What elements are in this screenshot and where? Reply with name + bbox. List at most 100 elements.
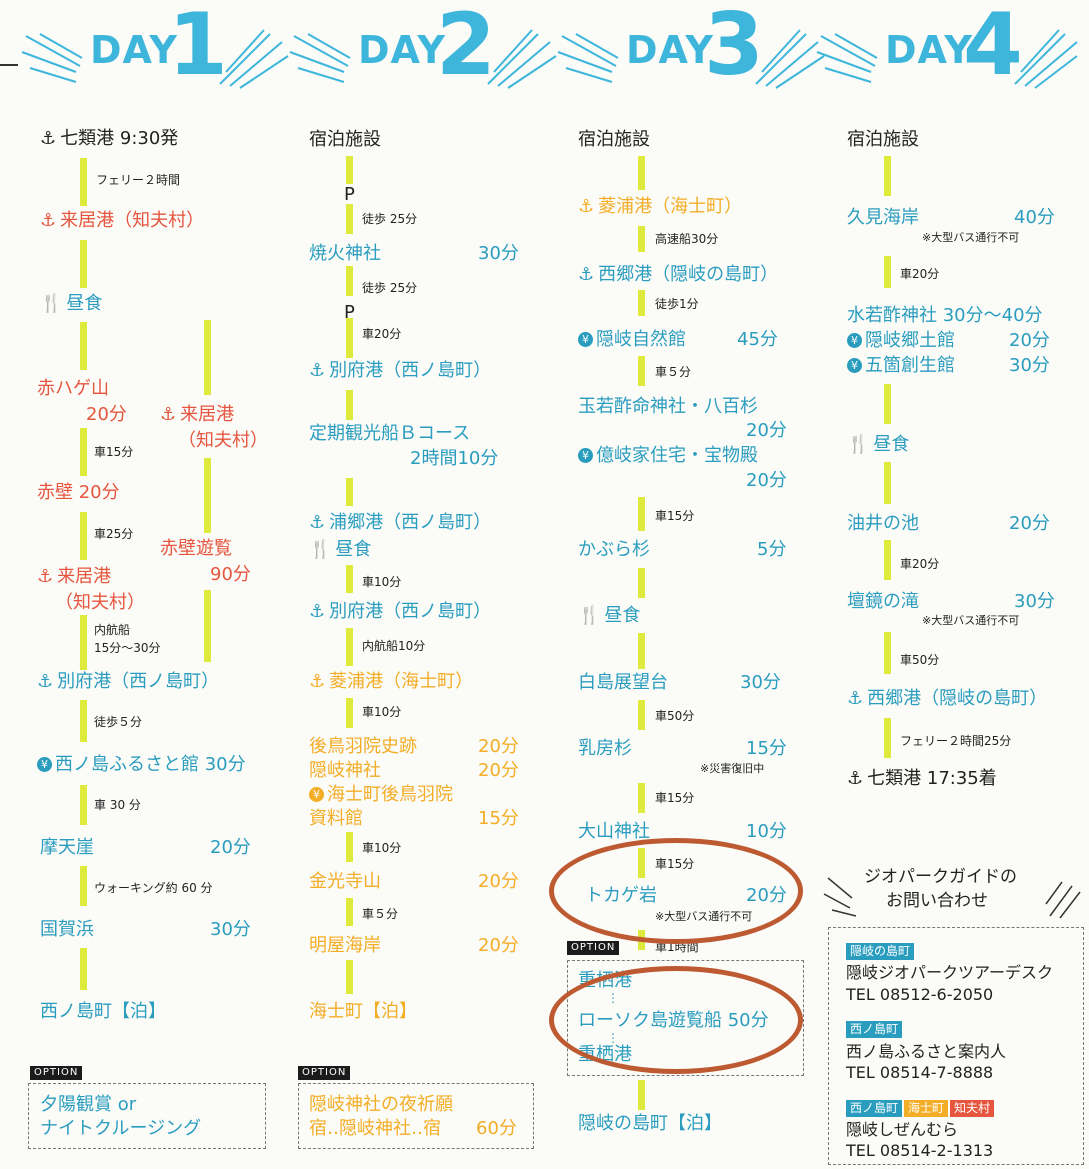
day-label: DAY <box>90 28 178 72</box>
stop: 久見海岸 <box>847 207 919 228</box>
stop: ¥億岐家住宅・宝物殿 <box>578 445 758 467</box>
stop: ¥隠岐自然館 <box>578 329 686 351</box>
anchor-icon: ⚓ <box>309 512 326 533</box>
stop: ¥海士町後鳥羽院 <box>309 784 453 806</box>
stop: 海士町【泊】 <box>309 1001 417 1022</box>
transport: 徒歩 25分 <box>362 212 418 226</box>
contact-tags: 西ノ島町海士町知夫村 <box>846 1097 996 1117</box>
anchor-icon: ⚓ <box>40 210 57 231</box>
timeline-bar <box>884 632 891 674</box>
day-label: DAY <box>626 28 714 72</box>
timeline-bar <box>346 478 353 506</box>
contact-box <box>828 927 1084 1165</box>
transport: フェリー２時間25分 <box>900 734 1012 748</box>
timeline-bar <box>80 785 87 825</box>
day-label: DAY <box>885 28 973 72</box>
stop: 🍴昼食 <box>309 539 372 560</box>
timeline-bar <box>884 718 891 758</box>
timeline-bar <box>80 512 87 560</box>
stop: 🍴昼食 <box>578 605 641 626</box>
guide-title: お問い合わせ <box>886 891 988 911</box>
contact-tel: TEL 08514-2-1313 <box>846 1141 994 1160</box>
stop: 後鳥羽院史跡 <box>309 736 417 757</box>
stop: ⚓浦郷港（西ノ島町） <box>309 512 492 533</box>
transport: 車10分 <box>362 705 402 719</box>
timeline-bar <box>638 156 645 190</box>
stop: 焼火神社 <box>309 243 381 264</box>
timeline-bar <box>346 565 353 593</box>
stop: ¥五箇創生館 <box>847 355 955 377</box>
stop: 🍴昼食 <box>40 293 103 314</box>
transport: 車50分 <box>655 709 695 723</box>
duration: 30分 <box>478 243 519 264</box>
transport: 徒歩1分 <box>655 297 699 311</box>
fork-knife-icon: 🍴 <box>40 293 63 314</box>
day-number: 2 <box>436 0 496 95</box>
stop: （知夫村） <box>178 430 268 451</box>
rays-decoration <box>21 29 289 89</box>
area-tag: 西ノ島町 <box>846 1021 903 1038</box>
rays-decoration <box>816 29 1078 89</box>
day1-header: DAY 1 <box>20 2 290 92</box>
transport: 車50分 <box>900 653 940 667</box>
stop: 西ノ島町【泊】 <box>40 1001 166 1022</box>
timeline-bar <box>638 356 645 386</box>
transport: 内航船 <box>94 623 131 637</box>
yen-icon: ¥ <box>578 332 593 347</box>
option-badge: OPTION <box>298 1066 351 1080</box>
duration: 5分 <box>757 539 787 560</box>
option-box <box>298 1083 534 1149</box>
timeline-bar <box>346 898 353 926</box>
anchor-icon: ⚓ <box>37 566 54 587</box>
transport: 車５分 <box>655 365 692 379</box>
anchor-icon: ⚓ <box>578 196 595 217</box>
stop: 隠岐神社 <box>309 760 381 781</box>
timeline-bar <box>80 428 87 476</box>
highlight-circle <box>549 838 803 944</box>
parking: P <box>344 302 355 323</box>
day-number: 1 <box>168 0 228 95</box>
stop: ⚓別府港（西ノ島町） <box>309 360 492 381</box>
anchor-icon: ⚓ <box>37 671 54 692</box>
yen-icon: ¥ <box>309 787 324 802</box>
stop: 国賀浜 <box>40 919 94 940</box>
day3-header: DAY 3 <box>556 2 826 92</box>
stop: ¥隠岐郷土館 <box>847 330 955 352</box>
day4-header: DAY 4 <box>815 2 1085 92</box>
timeline-bar <box>346 960 353 994</box>
duration: 45分 <box>737 329 778 350</box>
fork-knife-icon: 🍴 <box>578 605 601 626</box>
stop: ⚓来居港 <box>37 566 112 587</box>
stop: かぶら杉 <box>578 539 650 560</box>
timeline-bar <box>884 540 891 580</box>
rays-decoration <box>557 29 825 89</box>
contact-tags: 西ノ島町 <box>846 1018 904 1038</box>
anchor-icon: ⚓ <box>40 128 57 149</box>
duration: 90分 <box>210 564 251 585</box>
stop: 赤壁遊覧 <box>160 538 232 559</box>
day-number: 4 <box>963 0 1023 95</box>
transport: 車15分 <box>94 445 134 459</box>
timeline-bar <box>80 948 87 990</box>
contact-tel: TEL 08514-7-8888 <box>846 1063 994 1082</box>
timeline-bar <box>80 158 87 206</box>
timeline-bar <box>80 322 87 370</box>
transport: 15分～30分 <box>94 641 161 655</box>
timeline-bar <box>884 156 891 196</box>
transport: 車10分 <box>362 841 402 855</box>
stop: ⚓菱浦港（海士町） <box>578 196 743 217</box>
timeline-bar <box>80 700 87 742</box>
stop: 赤ハゲ山 <box>37 378 109 399</box>
duration: 2時間10分 <box>410 448 499 469</box>
transport: 車10分 <box>362 575 402 589</box>
duration: 30分 <box>740 672 781 693</box>
transport: 車25分 <box>94 527 134 541</box>
fork-knife-icon: 🍴 <box>847 434 870 455</box>
stop: 宿泊施設 <box>578 129 650 150</box>
duration: 40分 <box>1014 207 1055 228</box>
yen-icon: ¥ <box>847 358 862 373</box>
anchor-icon: ⚓ <box>309 360 326 381</box>
timeline-bar <box>80 240 87 288</box>
stop: 宿泊施設 <box>847 129 919 150</box>
timeline-bar <box>638 700 645 730</box>
